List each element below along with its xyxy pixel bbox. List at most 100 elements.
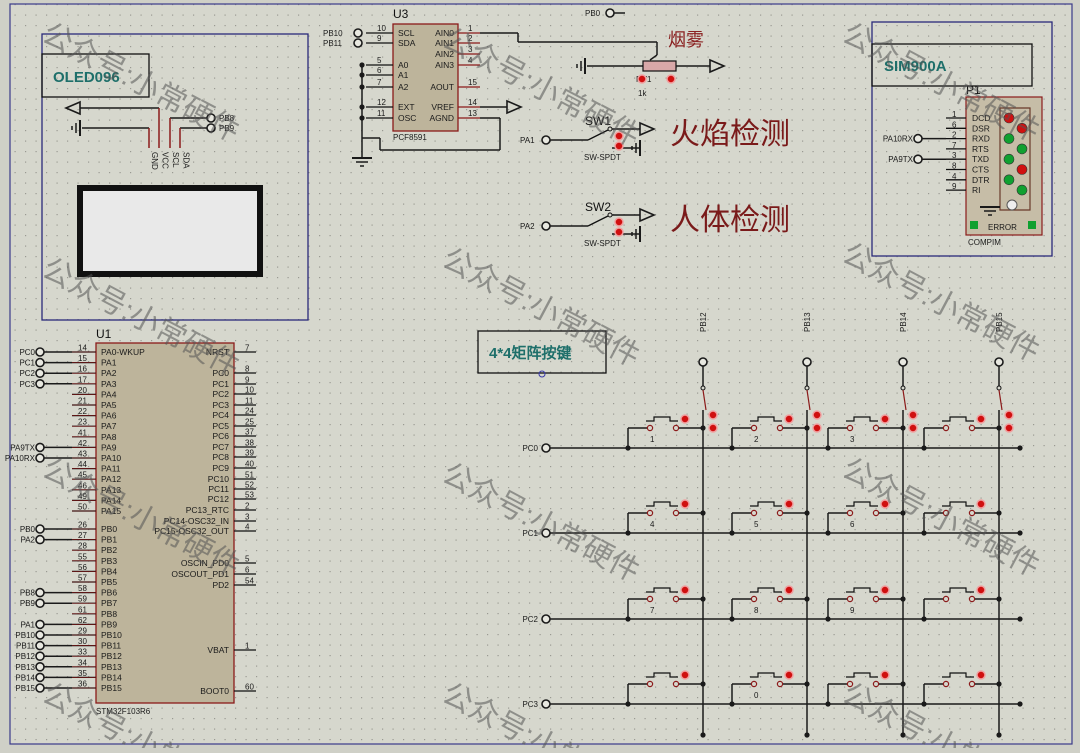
rv1-body[interactable]: [642, 60, 677, 72]
terminal-pb11[interactable]: [35, 640, 45, 651]
pin-number: 61: [78, 605, 87, 614]
pin-name: AGND: [429, 113, 454, 123]
wire: [587, 215, 609, 227]
terminal-pb14[interactable]: [898, 357, 908, 367]
switch-function-label: 人体检测: [670, 204, 790, 237]
pin-name: PB8: [101, 609, 117, 619]
pushbutton-icon[interactable]: [646, 501, 678, 507]
terminal-pa1[interactable]: [35, 619, 45, 630]
terminal-pb13[interactable]: [802, 357, 812, 367]
u1-body[interactable]: [95, 342, 235, 704]
oled-pin-label: VCC: [161, 152, 170, 169]
pushbutton-icon[interactable]: [942, 416, 974, 422]
junction-dot: [996, 425, 1002, 431]
terminal-pb0[interactable]: [605, 8, 615, 18]
pushbutton-icon[interactable]: [750, 416, 782, 422]
pushbutton-icon[interactable]: [846, 672, 878, 678]
pushbutton-icon[interactable]: [646, 672, 678, 678]
terminal-pc0[interactable]: [541, 443, 551, 453]
junction-dot: [625, 616, 631, 622]
oled-terminal-pb8[interactable]: [206, 113, 216, 123]
terminal-pb15[interactable]: [994, 357, 1004, 367]
terminal-pb8[interactable]: [35, 587, 45, 598]
logic-state-red-icon: [976, 499, 986, 509]
power-terminal-icon: [506, 99, 524, 115]
u3-body[interactable]: [392, 23, 459, 132]
junction-dot: [625, 445, 631, 451]
terminal-pb15[interactable]: [35, 683, 45, 693]
logic-state-red-icon: [614, 141, 624, 151]
terminal-pb0[interactable]: [35, 524, 45, 534]
net-label: PA1: [20, 620, 35, 629]
pin-name: PC8: [212, 452, 229, 462]
terminal-pb12[interactable]: [698, 357, 708, 367]
key-contact: [776, 424, 784, 432]
junction-dot: [729, 445, 735, 451]
oled-terminal-pb9[interactable]: [206, 123, 216, 133]
terminal-pb9[interactable]: [35, 598, 45, 609]
terminal-pa9tx[interactable]: [35, 442, 45, 453]
pushbutton-icon[interactable]: [646, 587, 678, 593]
terminal-pa10rx[interactable]: [913, 133, 923, 144]
key-label: 8: [754, 606, 759, 615]
pin-name: PC11: [208, 484, 229, 494]
terminal-pa9tx[interactable]: [913, 154, 923, 164]
pushbutton-icon[interactable]: [750, 587, 782, 593]
oled-title: OLED096: [53, 69, 120, 86]
switch-function-label: 火焰检测: [670, 118, 790, 151]
pin-number: 15: [468, 78, 477, 87]
pushbutton-icon[interactable]: [750, 672, 782, 678]
net-label: PC1: [19, 359, 35, 368]
pin-name: RXD: [972, 134, 990, 144]
terminal-pc3[interactable]: [35, 378, 45, 389]
pin-name: PC7: [212, 442, 229, 452]
pin-name: PC0: [212, 368, 229, 378]
logic-state-red-icon: [708, 410, 718, 420]
keypad-key: [825, 670, 906, 707]
key-contact: [776, 595, 784, 603]
pushbutton-icon[interactable]: [646, 416, 678, 422]
terminal-pc0[interactable]: [35, 347, 45, 357]
keypad-title: 4*4矩阵按键: [489, 344, 572, 362]
pushbutton-icon[interactable]: [846, 587, 878, 593]
pin-name: A0: [398, 60, 409, 70]
key-label: 6: [850, 520, 855, 529]
terminal-pb13[interactable]: [35, 661, 45, 672]
pushbutton-icon[interactable]: [942, 672, 974, 678]
terminal-pc2[interactable]: [35, 368, 45, 379]
keypad-key: 7: [625, 585, 706, 622]
pushbutton-icon[interactable]: [846, 416, 878, 422]
terminal-pb12[interactable]: [35, 651, 45, 662]
row-net-label: PC1: [522, 529, 538, 538]
pushbutton-icon[interactable]: [846, 501, 878, 507]
keypad-key: 3: [825, 414, 906, 451]
pin-number: 44: [78, 460, 87, 469]
terminal-pa1[interactable]: [541, 135, 551, 145]
terminal-pb10[interactable]: [353, 28, 363, 38]
pushbutton-icon[interactable]: [942, 587, 974, 593]
db9-shell-icon: [1006, 199, 1018, 211]
net-label: PA2: [20, 536, 35, 545]
terminal-pb11[interactable]: [353, 38, 363, 48]
pin-number: 1: [468, 24, 473, 33]
terminal-pc3[interactable]: [541, 699, 551, 709]
pin-number: 24: [245, 407, 254, 416]
oled-pin-label: GND: [150, 152, 159, 170]
terminal-pb14[interactable]: [35, 672, 45, 683]
pushbutton-icon[interactable]: [942, 501, 974, 507]
pin-name: PA14: [101, 495, 121, 505]
terminal-pb10[interactable]: [35, 630, 45, 640]
oled-display-screen[interactable]: [83, 191, 257, 271]
terminal-pa2[interactable]: [35, 534, 45, 545]
key-contact: [846, 424, 854, 432]
pin-name: PC9: [212, 463, 229, 473]
terminal-pa2[interactable]: [541, 221, 551, 231]
terminal-pc2[interactable]: [541, 614, 551, 624]
pushbutton-icon[interactable]: [750, 501, 782, 507]
terminal-pa10rx[interactable]: [35, 453, 45, 463]
pin-name: PB15: [101, 683, 122, 693]
compim-body[interactable]: [965, 96, 1043, 236]
key-contact: [942, 509, 950, 517]
terminal-pc1[interactable]: [35, 357, 45, 368]
